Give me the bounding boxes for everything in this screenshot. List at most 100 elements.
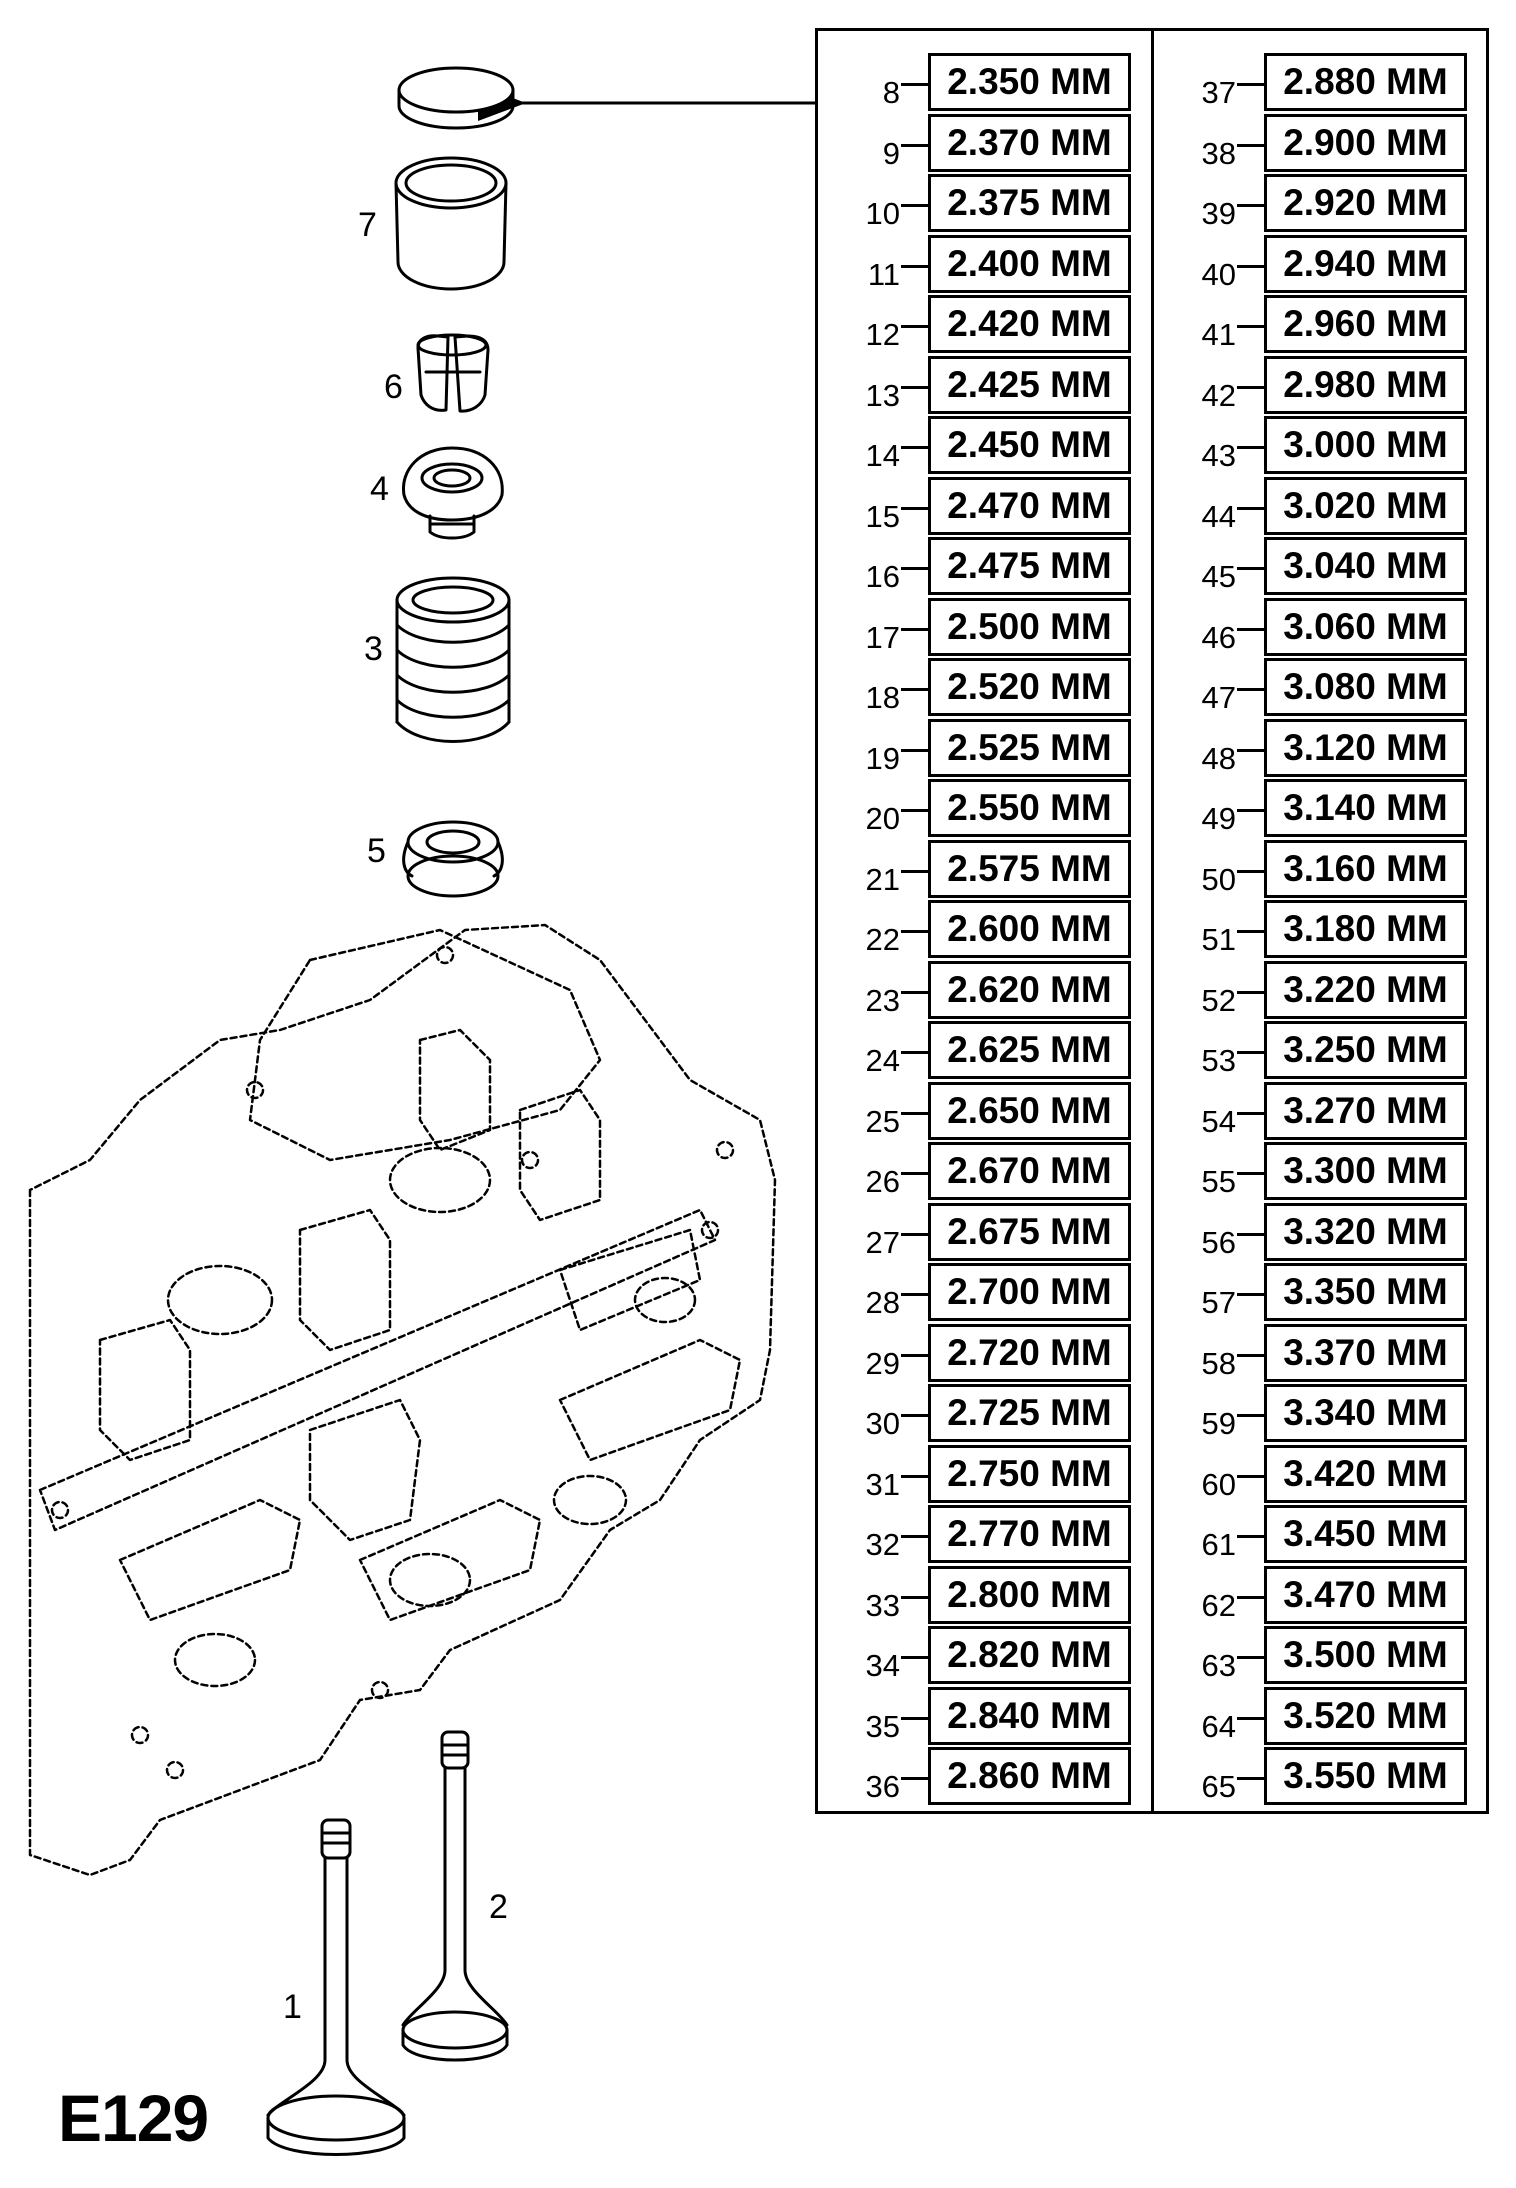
shim-size-box: 2.720 MM	[928, 1323, 1131, 1382]
item-number: 40	[1201, 256, 1236, 292]
shim-size-box: 2.900 MM	[1264, 113, 1467, 172]
item-number: 35	[865, 1708, 900, 1744]
item-number: 23	[865, 982, 900, 1018]
leader-tick	[901, 1232, 928, 1236]
valve-stem-seal	[402, 446, 504, 540]
part-label-7: 7	[358, 206, 377, 244]
shim-size-box: 3.000 MM	[1264, 416, 1467, 474]
leader-tick	[1237, 1777, 1264, 1780]
leader-tick	[1237, 627, 1264, 631]
leader-tick	[901, 809, 928, 812]
leader-tick	[901, 930, 928, 933]
shim-size-box: 2.420 MM	[928, 295, 1131, 353]
leader-tick	[901, 1595, 928, 1599]
shim-size-box: 2.675 MM	[928, 1202, 1131, 1261]
leader-tick	[1237, 1232, 1264, 1236]
item-number: 51	[1201, 922, 1236, 957]
leader-tick	[1237, 1535, 1264, 1538]
shim-size-box: 2.750 MM	[928, 1444, 1131, 1503]
shim-size-box: 3.340 MM	[1264, 1384, 1467, 1442]
shim-size-box: 3.040 MM	[1264, 537, 1467, 595]
item-number: 34	[865, 1648, 900, 1683]
intake-valve	[266, 1818, 406, 2156]
item-number: 60	[1201, 1466, 1236, 1502]
shim-size-box: 3.250 MM	[1264, 1021, 1467, 1079]
leader-tick	[901, 688, 928, 691]
leader-tick	[901, 143, 928, 147]
leader-tick	[901, 446, 928, 449]
item-number: 29	[865, 1345, 900, 1381]
table-row: 10 2.375 MM	[818, 174, 1131, 235]
leader-tick	[1237, 1716, 1264, 1720]
shim-size-box: 3.550 MM	[1264, 1747, 1467, 1805]
leader-tick	[901, 627, 928, 631]
item-number: 13	[865, 377, 900, 413]
spring-seat	[402, 820, 504, 898]
leader-tick	[901, 204, 928, 207]
item-number: 56	[1201, 1224, 1236, 1260]
table-row: 38 2.900 MM	[1154, 113, 1467, 175]
leader-tick	[1237, 809, 1264, 812]
leader-tick	[1237, 748, 1264, 752]
item-number: 25	[865, 1103, 900, 1139]
shim-size-box: 3.470 MM	[1264, 1565, 1467, 1624]
item-number: 15	[865, 498, 900, 534]
item-number: 12	[865, 317, 900, 352]
table-row: 31 2.750 MM	[818, 1444, 1131, 1506]
table-row: 59 3.340 MM	[1154, 1384, 1467, 1445]
table-row: 20 2.550 MM	[818, 779, 1131, 840]
shim-size-box: 2.880 MM	[1264, 53, 1467, 111]
leader-tick	[1237, 1656, 1264, 1659]
item-number: 10	[865, 196, 900, 231]
item-number: 33	[865, 1587, 900, 1623]
shim-size-box: 2.370 MM	[928, 113, 1131, 172]
leader-tick	[1237, 264, 1264, 268]
shim-size-box: 2.550 MM	[928, 779, 1131, 837]
item-number: 30	[865, 1406, 900, 1441]
leader-tick	[901, 385, 928, 389]
shim-size-box: 2.475 MM	[928, 537, 1131, 595]
leader-tick	[901, 506, 928, 510]
leader-tick	[1237, 1051, 1264, 1054]
leader-tick	[901, 1656, 928, 1659]
part-label-1: 1	[283, 1988, 302, 2026]
item-number: 20	[865, 801, 900, 836]
leader-tick	[1237, 506, 1264, 510]
item-number: 18	[865, 680, 900, 715]
leader-tick	[1237, 1293, 1264, 1296]
shim-size-box: 2.400 MM	[928, 234, 1131, 293]
item-number: 57	[1201, 1285, 1236, 1320]
item-number: 36	[865, 1769, 900, 1804]
item-number: 21	[865, 861, 900, 897]
item-number: 52	[1201, 982, 1236, 1018]
leader-tick	[1237, 325, 1264, 328]
shim-size-box: 2.650 MM	[928, 1081, 1131, 1140]
item-number: 38	[1201, 135, 1236, 171]
item-number: 44	[1201, 498, 1236, 534]
item-number: 31	[865, 1466, 900, 1502]
item-number: 59	[1201, 1406, 1236, 1441]
shim-size-box: 3.080 MM	[1264, 658, 1467, 716]
shim-size-box: 2.860 MM	[928, 1747, 1131, 1805]
shim-size-box: 2.375 MM	[928, 174, 1131, 232]
item-number: 27	[865, 1224, 900, 1260]
